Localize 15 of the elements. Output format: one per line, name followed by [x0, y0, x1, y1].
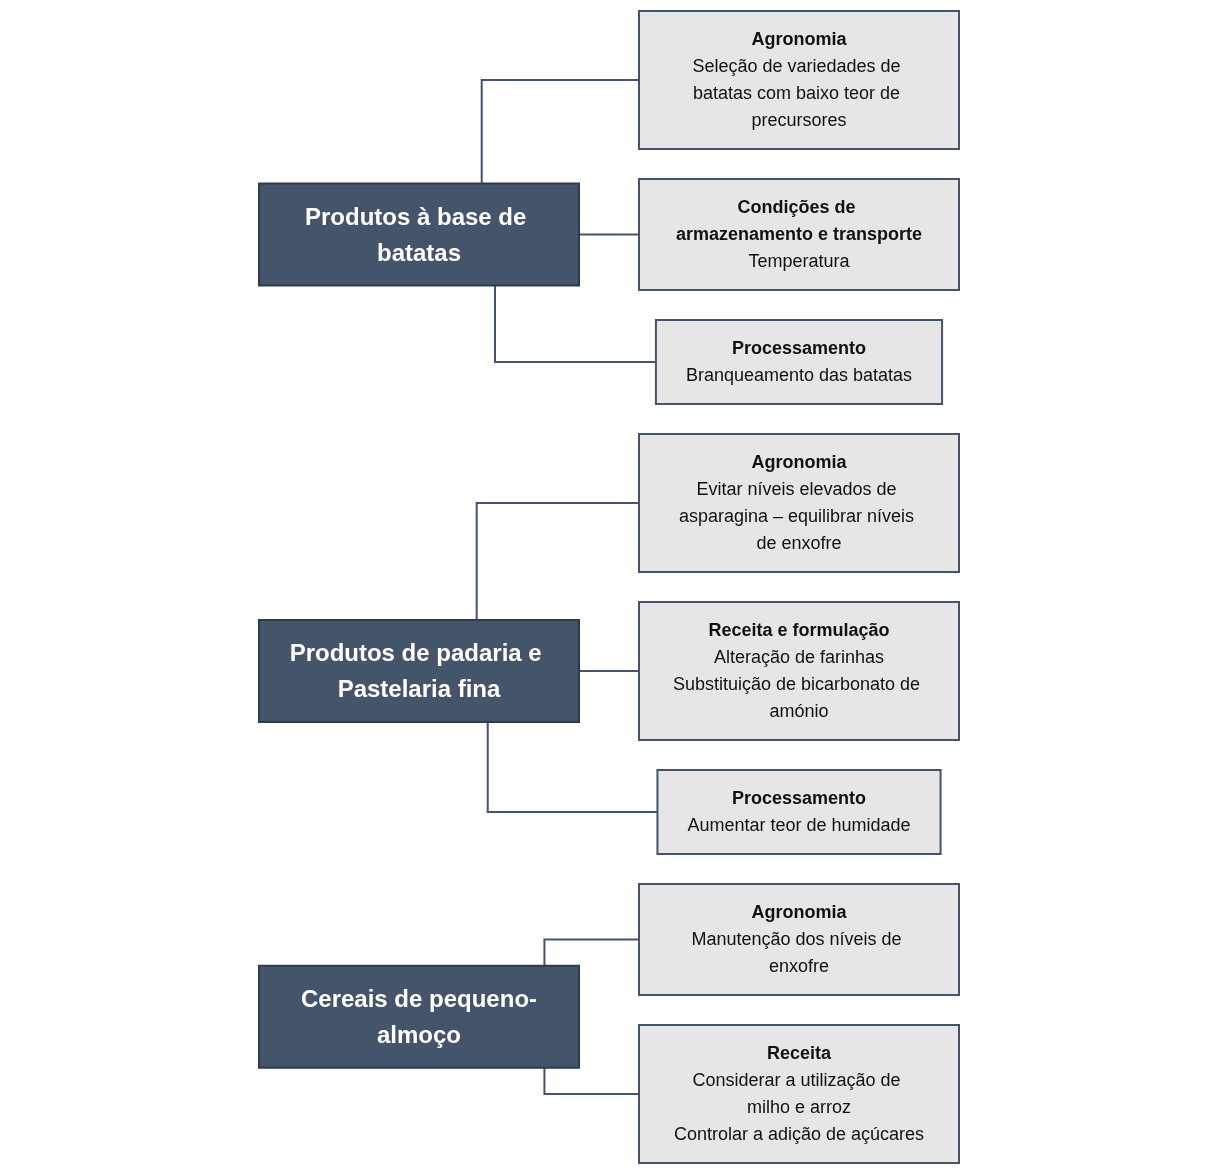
connector [475, 502, 640, 621]
node-box: Cereais de pequeno-almoço [258, 964, 580, 1069]
node-box: Agronomia Evitar níveis elevados de asparagina – equilibrar níveis de enxofre [638, 433, 960, 573]
connector [480, 79, 640, 185]
node-box: Receita Considerar a utilização de milho e arroz Controlar a adição de açúcares [638, 1024, 960, 1164]
node-box: Processamento Branqueamento das batatas [654, 319, 944, 405]
node-box: Agronomia Seleção de variedades de batatas com baixo teor de precursores [638, 10, 960, 150]
connector [543, 938, 640, 967]
connector [543, 1066, 640, 1095]
node-box: Condições de armazenamento e transporte Temperatura [638, 178, 960, 291]
node-box: Receita e formulação Alteração de farinhas Substituição de bicarbonato de amónio [638, 601, 960, 741]
node-box: Processamento Aumentar teor de humidade [656, 769, 942, 855]
node-box: Agronomia Manutenção dos níveis de enxofre [638, 883, 960, 996]
node-box: Produtos de padaria e Pastelaria fina [258, 619, 580, 723]
node-box: Produtos à base de batatas [258, 182, 580, 287]
